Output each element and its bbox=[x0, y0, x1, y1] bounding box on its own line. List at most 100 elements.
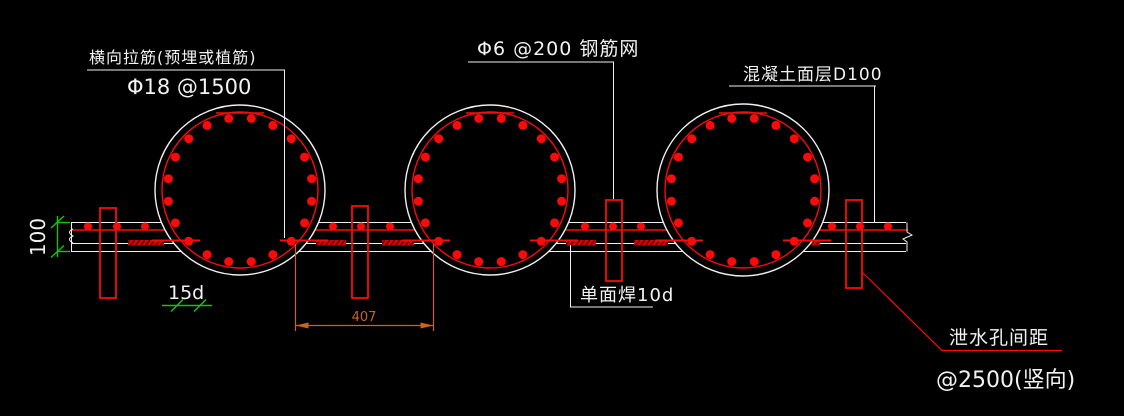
rebar-dot bbox=[413, 196, 423, 206]
rebar-dot bbox=[224, 113, 234, 123]
rebar-dot bbox=[749, 113, 759, 123]
pile-circle-1 bbox=[152, 104, 328, 276]
rebar-dot bbox=[246, 257, 256, 267]
mesh-dot bbox=[113, 222, 121, 231]
rebar-dot bbox=[268, 250, 278, 260]
anchor-bar bbox=[99, 207, 117, 299]
mesh-dot bbox=[581, 222, 589, 231]
mesh-dot bbox=[141, 222, 149, 231]
rebar-dot bbox=[268, 120, 278, 130]
rebar-dot bbox=[518, 120, 528, 130]
rebar-dot bbox=[413, 174, 423, 184]
mesh-note: Φ6 @200 钢筋网 bbox=[477, 38, 639, 60]
pile-hoop-circle bbox=[664, 111, 822, 269]
anchor-bar bbox=[845, 199, 863, 289]
mesh-bar-section-dots bbox=[84, 222, 892, 231]
band-left-break-mark bbox=[69, 228, 75, 244]
rebar-dot bbox=[810, 174, 820, 184]
hatch-segment bbox=[566, 240, 596, 246]
rebar-dot bbox=[727, 113, 737, 123]
pile-circle-2 bbox=[402, 104, 578, 276]
weep-hole-note-line2: @2500(竖向) bbox=[936, 368, 1075, 393]
anchor-bars bbox=[99, 199, 863, 299]
dimension-embed-length: 15d bbox=[162, 282, 212, 312]
dim-15d-text: 15d bbox=[168, 282, 204, 304]
dim-407-text: 407 bbox=[352, 310, 377, 325]
leader-mesh-note bbox=[468, 61, 614, 199]
rebar-dot bbox=[300, 152, 310, 162]
pile-outer-circle bbox=[154, 104, 326, 276]
leader-weld-note bbox=[570, 245, 653, 308]
hatch-segment bbox=[634, 240, 668, 246]
rebar-dot bbox=[557, 174, 567, 184]
leader-weep-hole-note bbox=[861, 271, 1062, 352]
tie-bar-note-line1: 横向拉筋(预埋或植筋) bbox=[89, 48, 257, 67]
rebar-dot bbox=[184, 134, 194, 144]
rebar-dot bbox=[307, 196, 317, 206]
rebar-dot bbox=[474, 257, 484, 267]
pile-outer-circle bbox=[404, 104, 576, 276]
hatch-segment bbox=[316, 240, 346, 246]
rebar-dot bbox=[771, 250, 781, 260]
rebar-dot bbox=[224, 257, 234, 267]
rebar-dot bbox=[705, 250, 715, 260]
rebar-dot bbox=[771, 120, 781, 130]
rebar-dot bbox=[246, 113, 256, 123]
rebar-dot bbox=[705, 120, 715, 130]
rebar-dot bbox=[202, 120, 212, 130]
rebar-dot bbox=[550, 218, 560, 228]
rebar-dot bbox=[803, 218, 813, 228]
anchor-bar bbox=[351, 205, 369, 299]
pile-circle-3 bbox=[655, 103, 831, 277]
rebar-dot bbox=[496, 257, 506, 267]
mesh-dot bbox=[329, 222, 337, 231]
rebar-dot bbox=[673, 218, 683, 228]
mesh-dot bbox=[84, 222, 92, 231]
rebar-dot bbox=[300, 218, 310, 228]
rebar-dot bbox=[170, 218, 180, 228]
rebar-dot bbox=[307, 174, 317, 184]
dimension-slab-thickness: 100 bbox=[26, 215, 70, 259]
dimension-pile-spacing: 407 bbox=[294, 244, 435, 331]
rebar-dot bbox=[536, 134, 546, 144]
pile-hoop-circle bbox=[161, 111, 319, 269]
rebar-dot bbox=[202, 250, 212, 260]
rebar-dot bbox=[420, 152, 430, 162]
weld-note: 单面焊10d bbox=[580, 285, 674, 306]
rebar-dot bbox=[452, 120, 462, 130]
rebar-dot bbox=[496, 113, 506, 123]
pile-outer-circle bbox=[656, 103, 830, 277]
dim-100-text: 100 bbox=[26, 218, 50, 256]
weep-hole-note-line1: 泄水孔间距 bbox=[949, 327, 1049, 349]
mesh-dot bbox=[609, 222, 617, 231]
pile-sections bbox=[152, 103, 831, 277]
rebar-dot bbox=[434, 134, 444, 144]
rebar-dot bbox=[170, 152, 180, 162]
rebar-dot bbox=[789, 134, 799, 144]
rebar-dot bbox=[810, 196, 820, 206]
rebar-dot bbox=[474, 113, 484, 123]
mesh-dot bbox=[884, 222, 892, 231]
hatch-segment bbox=[382, 240, 414, 246]
mesh-dot bbox=[828, 222, 836, 231]
tie-bar-note-line2: Φ18 @1500 bbox=[127, 75, 251, 99]
rebar-dot bbox=[727, 257, 737, 267]
rebar-dot bbox=[666, 174, 676, 184]
rebar-dot bbox=[452, 250, 462, 260]
surface-note: 混凝土面层D100 bbox=[743, 65, 883, 85]
mesh-dot bbox=[637, 222, 645, 231]
leader-tie-bar-note bbox=[87, 69, 285, 238]
rebar-dot bbox=[666, 196, 676, 206]
band-right-break-mark bbox=[902, 222, 914, 252]
leader-surface-note bbox=[729, 85, 876, 222]
rebar-dot bbox=[557, 196, 567, 206]
rebar-dot bbox=[286, 134, 296, 144]
rebar-dot bbox=[420, 218, 430, 228]
rebar-dot bbox=[749, 257, 759, 267]
rebar-dot bbox=[687, 134, 697, 144]
rebar-dot bbox=[163, 196, 173, 206]
pile-hoop-circle bbox=[411, 111, 569, 269]
rebar-dot bbox=[803, 152, 813, 162]
mesh-dot bbox=[386, 222, 394, 231]
